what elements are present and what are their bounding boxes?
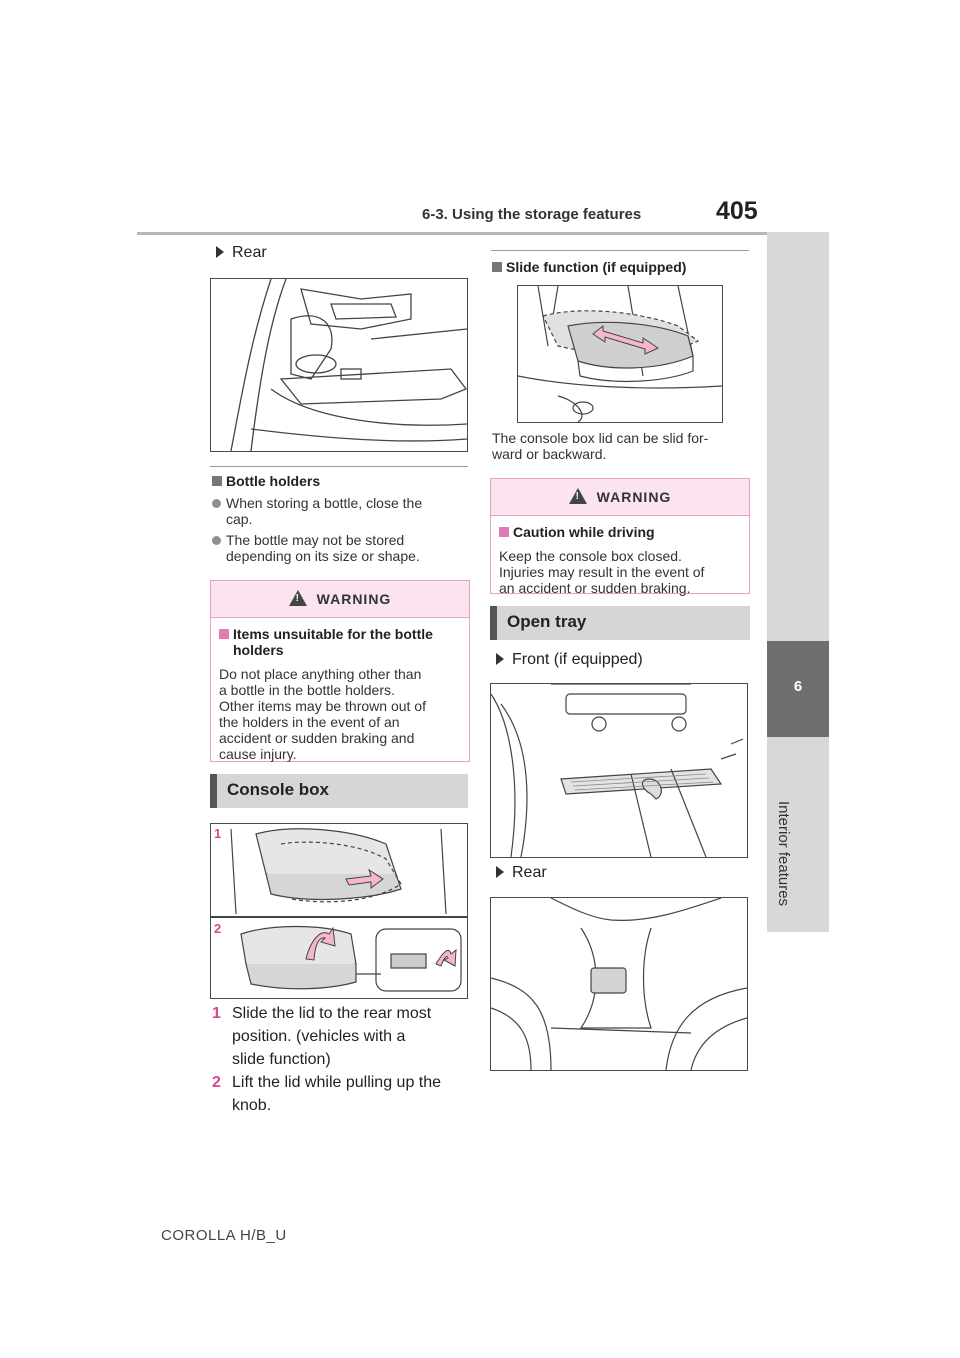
- divider: [210, 466, 468, 467]
- square-bullet-icon: [492, 262, 502, 272]
- chapter-tab: 6: [767, 641, 829, 737]
- warning-box-console: WARNING Caution while driving Keep the c…: [490, 478, 750, 596]
- warning-icon: [288, 590, 307, 606]
- footer-model: COROLLA H/B_U: [161, 1227, 287, 1244]
- slide-function-caption: The console box lid can be slid for- war…: [492, 430, 709, 462]
- figure-callout-2: 2: [214, 921, 222, 936]
- rear-door-bottle-holder-illustration: [210, 278, 468, 452]
- console-box-illustration: [210, 823, 468, 999]
- step-number: 1: [212, 1005, 221, 1022]
- rear-open-tray-illustration: [490, 897, 748, 1071]
- warning-body: Do not place anything other than a bottl…: [219, 666, 426, 762]
- page-number: 405: [716, 197, 758, 225]
- section-title: 6-3. Using the storage features: [422, 206, 642, 223]
- header-rule: [137, 232, 822, 235]
- arrow-icon: [216, 246, 224, 258]
- warning-icon: [568, 488, 587, 504]
- warning-box-bottle-holders: WARNING Items unsuitable for the bottle …: [210, 580, 470, 762]
- list-item: The bottle may not be stored depending o…: [212, 532, 468, 564]
- console-box-heading: Console box: [210, 774, 468, 808]
- rear-bottle-holder-label: Rear: [216, 244, 267, 262]
- divider: [491, 250, 749, 251]
- square-bullet-icon: [499, 527, 509, 537]
- list-item: When storing a bottle, close the cap.: [212, 495, 468, 527]
- slide-function-title: Slide function (if equipped): [492, 259, 686, 275]
- warning-body: Keep the console box closed. Injuries ma…: [499, 548, 705, 596]
- square-bullet-icon: [219, 629, 229, 639]
- warning-header: WARNING: [491, 479, 749, 516]
- circle-bullet-icon: [212, 499, 221, 508]
- front-open-tray-illustration: [490, 683, 748, 858]
- chapter-tab-bar: [767, 232, 829, 932]
- rear-tray-label: Rear: [496, 864, 547, 882]
- warning-header: WARNING: [211, 581, 469, 618]
- open-tray-heading: Open tray: [490, 606, 750, 640]
- warning-subtitle: Caution while driving: [491, 516, 749, 540]
- circle-bullet-icon: [212, 536, 221, 545]
- bottle-holders-title: Bottle holders: [212, 473, 320, 489]
- front-tray-label: Front (if equipped): [496, 651, 643, 669]
- arrow-icon: [496, 866, 504, 878]
- warning-subtitle: Items unsuitable for the bottle holders: [211, 618, 469, 658]
- figure-callout-1: 1: [214, 826, 222, 841]
- chapter-label: Interior features: [775, 801, 792, 907]
- square-bullet-icon: [212, 476, 222, 486]
- chapter-number: 6: [793, 678, 803, 695]
- arrow-icon: [496, 653, 504, 665]
- step-number: 2: [212, 1074, 221, 1091]
- slide-function-illustration: [517, 285, 723, 423]
